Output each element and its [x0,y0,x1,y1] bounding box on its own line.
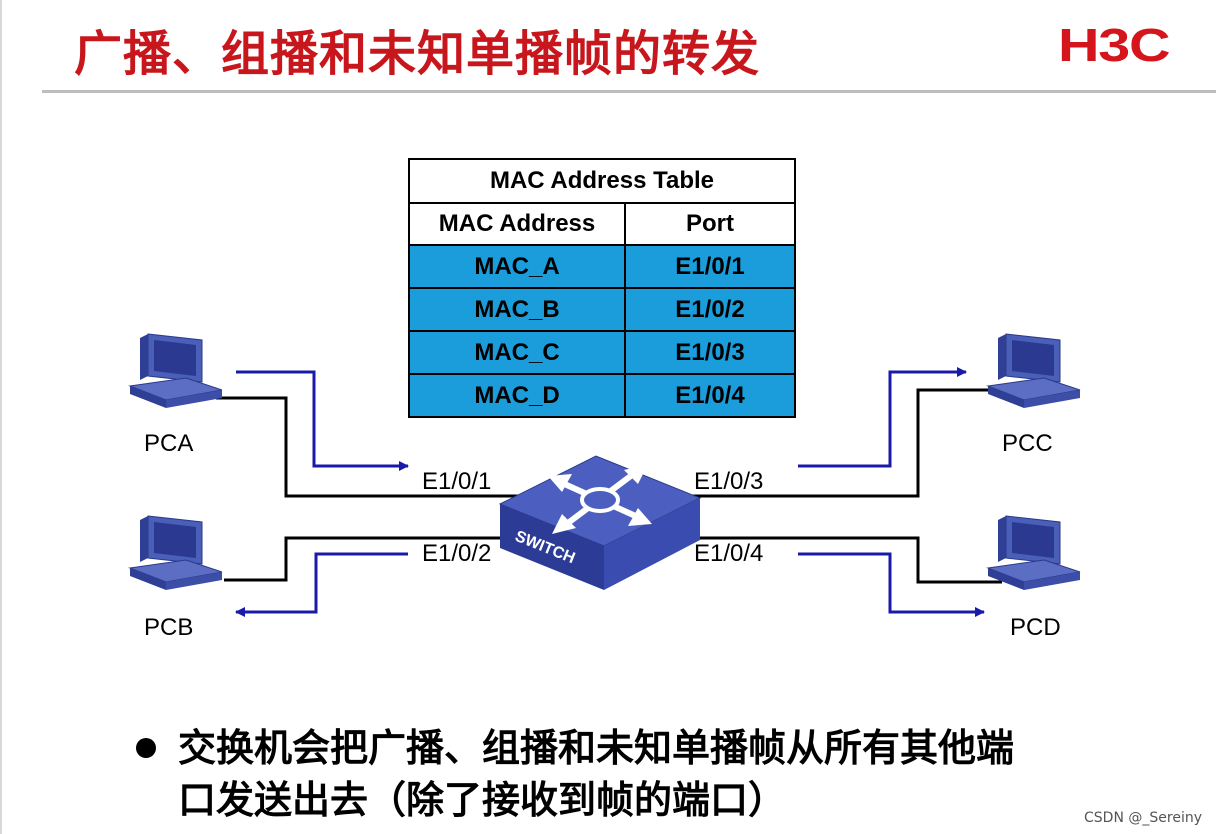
bullet-line-1: 交换机会把广播、组播和未知单播帧从所有其他端 [178,726,1015,770]
header-port: Port [624,202,796,246]
table-row: MAC_D E1/0/4 [408,373,796,418]
pca-label: PCA [144,430,194,457]
mac-cell: MAC_D [408,373,626,418]
mac-address-table: MAC Address Table MAC Address Port MAC_A… [408,158,796,418]
pcb-label: PCB [144,614,194,641]
link-pcd [690,536,1002,584]
link-pcb [224,536,520,582]
arrow-pcc-out [798,367,967,468]
pcd-computer-icon [987,515,1081,591]
watermark-credit: CSDN @_Sereiny [1084,810,1202,826]
h3c-logo: H3C [1058,19,1171,71]
port-cell: E1/0/2 [624,287,796,332]
arrow-pcb-out [235,552,408,617]
table-row: MAC_C E1/0/3 [408,330,796,375]
port-label-e102: E1/0/2 [422,540,492,567]
switch-icon: SWITCH [498,455,702,590]
port-cell: E1/0/3 [624,330,796,375]
slide-left-border [0,0,2,834]
mac-cell: MAC_A [408,244,626,289]
port-label-e103: E1/0/3 [694,468,764,495]
table-row: MAC_B E1/0/2 [408,287,796,332]
pcd-label: PCD [1010,614,1061,641]
link-pcc [690,388,1002,498]
port-cell: E1/0/1 [624,244,796,289]
slide-title: 广播、组播和未知单播帧的转发 [74,26,761,82]
bullet-text: 交换机会把广播、组播和未知单播帧从所有其他端 口发送出去（除了接收到帧的端口） [178,722,1014,826]
arrow-pca-in [236,370,409,471]
mac-cell: MAC_B [408,287,626,332]
arrow-pcd-out [798,552,985,617]
pcc-label: PCC [1002,430,1053,457]
port-label-e104: E1/0/4 [694,540,764,567]
pcc-computer-icon [987,333,1081,409]
pcb-computer-icon [129,515,223,591]
port-cell: E1/0/4 [624,373,796,418]
links [216,388,1002,584]
title-divider [42,90,1216,93]
port-label-e101: E1/0/1 [422,468,492,495]
mac-cell: MAC_C [408,330,626,375]
header-mac-address: MAC Address [408,202,626,246]
bullet-dot [136,738,156,758]
flow-arrows [235,367,985,617]
bullet-line-2: 口发送出去（除了接收到帧的端口） [178,778,787,822]
link-pca [216,396,520,498]
table-row: MAC_A E1/0/1 [408,244,796,289]
pca-computer-icon [129,333,223,409]
table-caption: MAC Address Table [408,158,796,204]
